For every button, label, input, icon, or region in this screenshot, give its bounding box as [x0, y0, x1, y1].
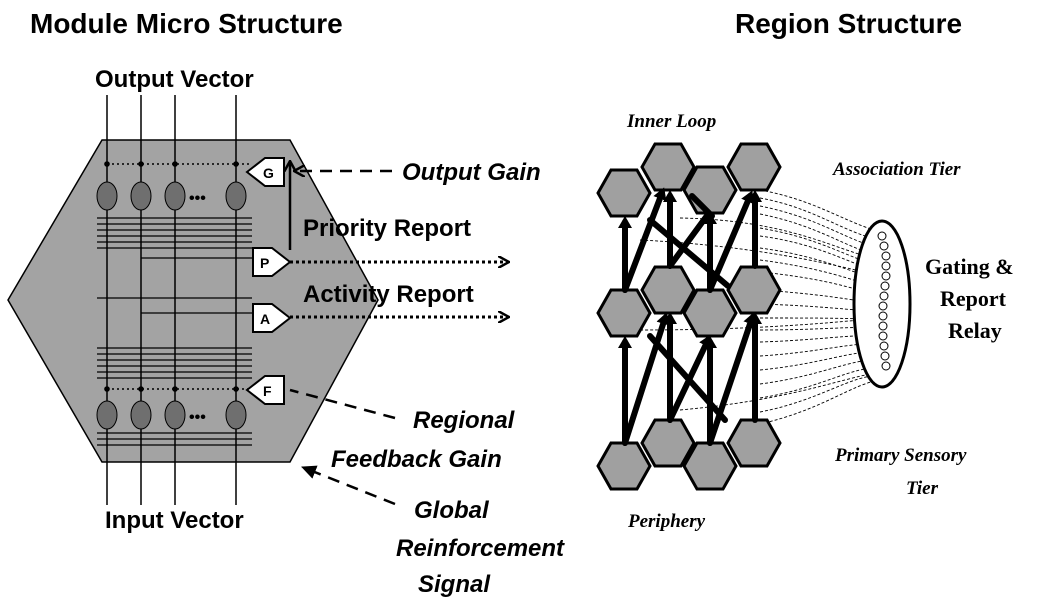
module-title: Module Micro Structure: [30, 8, 343, 39]
gate-g-label: G: [263, 165, 274, 181]
relay-nodes: [877, 231, 891, 371]
gating-relay-label-2: Report: [940, 286, 1007, 311]
gate-f: F: [245, 375, 285, 405]
input-bus: [97, 432, 252, 446]
region-title: Region Structure: [735, 8, 962, 39]
lower-ellipsis: •••: [189, 409, 206, 426]
gating-relay-label-1: Gating &: [925, 254, 1014, 279]
priority-report-label: Priority Report: [303, 215, 471, 242]
module-hexagon: [7, 139, 379, 463]
primary-sensory-label-1: Primary Sensory: [834, 445, 967, 466]
activity-report-label: Activity Report: [303, 281, 474, 308]
gate-p: P: [252, 247, 292, 277]
hex-a3: [682, 165, 738, 215]
hex-a1: [596, 168, 652, 218]
gate-a: A: [252, 303, 292, 333]
output-vector-label: Output Vector: [95, 66, 254, 93]
region-connections: [618, 187, 762, 446]
upper-bus: [97, 217, 252, 249]
hex-m1: [596, 288, 652, 338]
gate-f-label: F: [263, 383, 272, 399]
feedback-gain-dots: [104, 386, 239, 392]
hex-p4: [726, 418, 782, 468]
inner-loop-label: Inner Loop: [626, 111, 716, 132]
hex-p2: [640, 418, 696, 468]
gate-g: G: [245, 157, 285, 187]
hex-m3: [682, 288, 738, 338]
association-tier-label: Association Tier: [832, 159, 961, 180]
global-reinforcement-label-2: Reinforcement: [396, 535, 565, 562]
hex-m2: [640, 265, 696, 315]
periphery-label: Periphery: [627, 511, 706, 532]
hex-m4: [726, 265, 782, 315]
output-gain-dots: [104, 161, 239, 167]
output-gain-label: Output Gain: [402, 159, 541, 186]
gate-a-label: A: [260, 311, 270, 327]
regional-feedback-label-1: Regional: [413, 407, 516, 434]
primary-sensory-label-2: Tier: [906, 478, 939, 499]
regional-feedback-arrow: [289, 388, 396, 420]
global-reinforcement-label-1: Global: [414, 497, 490, 524]
hex-p1: [596, 441, 652, 491]
upper-neurons: [96, 181, 247, 211]
upper-ellipsis: •••: [189, 190, 206, 207]
global-reinforcement-label-3: Signal: [418, 571, 491, 598]
region-hexagons: [596, 142, 782, 491]
hex-p3: [682, 441, 738, 491]
hex-a4: [726, 142, 782, 192]
lower-neurons: [96, 400, 247, 430]
input-vector-label: Input Vector: [105, 507, 244, 534]
gating-relay-label-3: Relay: [948, 318, 1002, 343]
lower-bus: [97, 347, 252, 379]
gate-p-label: P: [260, 255, 269, 271]
regional-feedback-label-2: Feedback Gain: [331, 446, 502, 473]
global-reinforcement-arrow: [301, 465, 396, 506]
